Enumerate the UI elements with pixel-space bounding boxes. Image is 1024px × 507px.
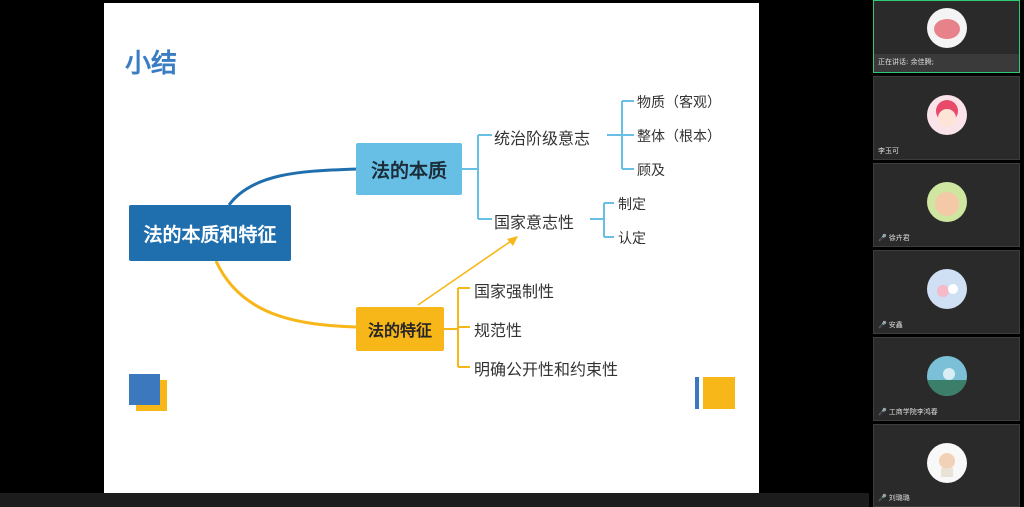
mic-icon: 🎤 <box>878 494 887 502</box>
cartoon-doll-avatar <box>927 443 967 483</box>
essence-leaf: 物质（客观） <box>637 95 721 111</box>
participant-name: 安鑫 <box>888 321 903 329</box>
decor-square <box>703 377 735 409</box>
participant-name-row: 🎤 工商学院李鸿春 <box>878 407 938 417</box>
landscape-avatar <box>927 356 967 396</box>
essence-node: 法的本质 <box>356 143 462 195</box>
participant-name: 徐卉君 <box>888 234 910 242</box>
essence-subnode: 国家意志性 <box>494 213 575 232</box>
decor-bar <box>695 377 699 409</box>
anime-girl-avatar <box>927 95 967 135</box>
feature-subnode: 规范性 <box>474 321 523 340</box>
speaking-bar: 正在讲话: 余佳腾; <box>874 54 1019 72</box>
essence-subnode: 统治阶级意志 <box>494 129 591 148</box>
pink-blob-avatar <box>927 8 967 48</box>
slide-title: 小结 <box>125 49 178 79</box>
participant-tile[interactable]: 🎤 徐卉君 <box>873 163 1020 247</box>
participant-name-row: 🎤 徐卉君 <box>878 233 910 243</box>
participant-tile[interactable]: 🎤 刘璐璐 <box>873 424 1020 507</box>
bottom-bar <box>0 493 869 507</box>
participant-name-row: 🎤 安鑫 <box>878 320 903 330</box>
essence-leaf: 整体（根本） <box>637 129 721 145</box>
participant-tile-active[interactable]: 正在讲话: 余佳腾; <box>873 0 1020 73</box>
mic-icon: 🎤 <box>878 408 887 416</box>
flower-avatar <box>927 269 967 309</box>
participant-tile[interactable]: 李玉可 <box>873 76 1020 160</box>
mic-icon: 🎤 <box>878 234 887 242</box>
participant-name: 刘璐璐 <box>888 494 910 502</box>
mind-map-connectors <box>214 100 634 368</box>
feature-subnode: 国家强制性 <box>474 282 555 301</box>
participant-name: 正在讲话: 余佳腾; <box>878 58 934 66</box>
participant-name-row: 🎤 刘璐璐 <box>878 493 910 503</box>
participant-name: 工商学院李鸿春 <box>888 408 938 416</box>
feature-node: 法的特征 <box>356 307 444 351</box>
cartoon-animal-avatar <box>927 182 967 222</box>
root-node: 法的本质和特征 <box>129 205 291 261</box>
participant-name: 李玉可 <box>878 147 899 155</box>
participant-name-row: 李玉可 <box>878 146 899 156</box>
participant-tile[interactable]: 🎤 安鑫 <box>873 250 1020 334</box>
mic-icon: 🎤 <box>878 321 887 329</box>
participant-tile[interactable]: 🎤 工商学院李鸿春 <box>873 337 1020 421</box>
essence-leaf: 制定 <box>618 197 646 213</box>
presentation-slide: 小结 法的本质和特征 法的本质 法的特征 统治阶级意志 国家意志性 物质（客观）… <box>104 3 759 493</box>
essence-leaf: 认定 <box>618 231 646 247</box>
essence-leaf: 顾及 <box>637 163 665 179</box>
decor-square <box>129 374 160 405</box>
feature-subnode: 明确公开性和约束性 <box>474 360 619 379</box>
